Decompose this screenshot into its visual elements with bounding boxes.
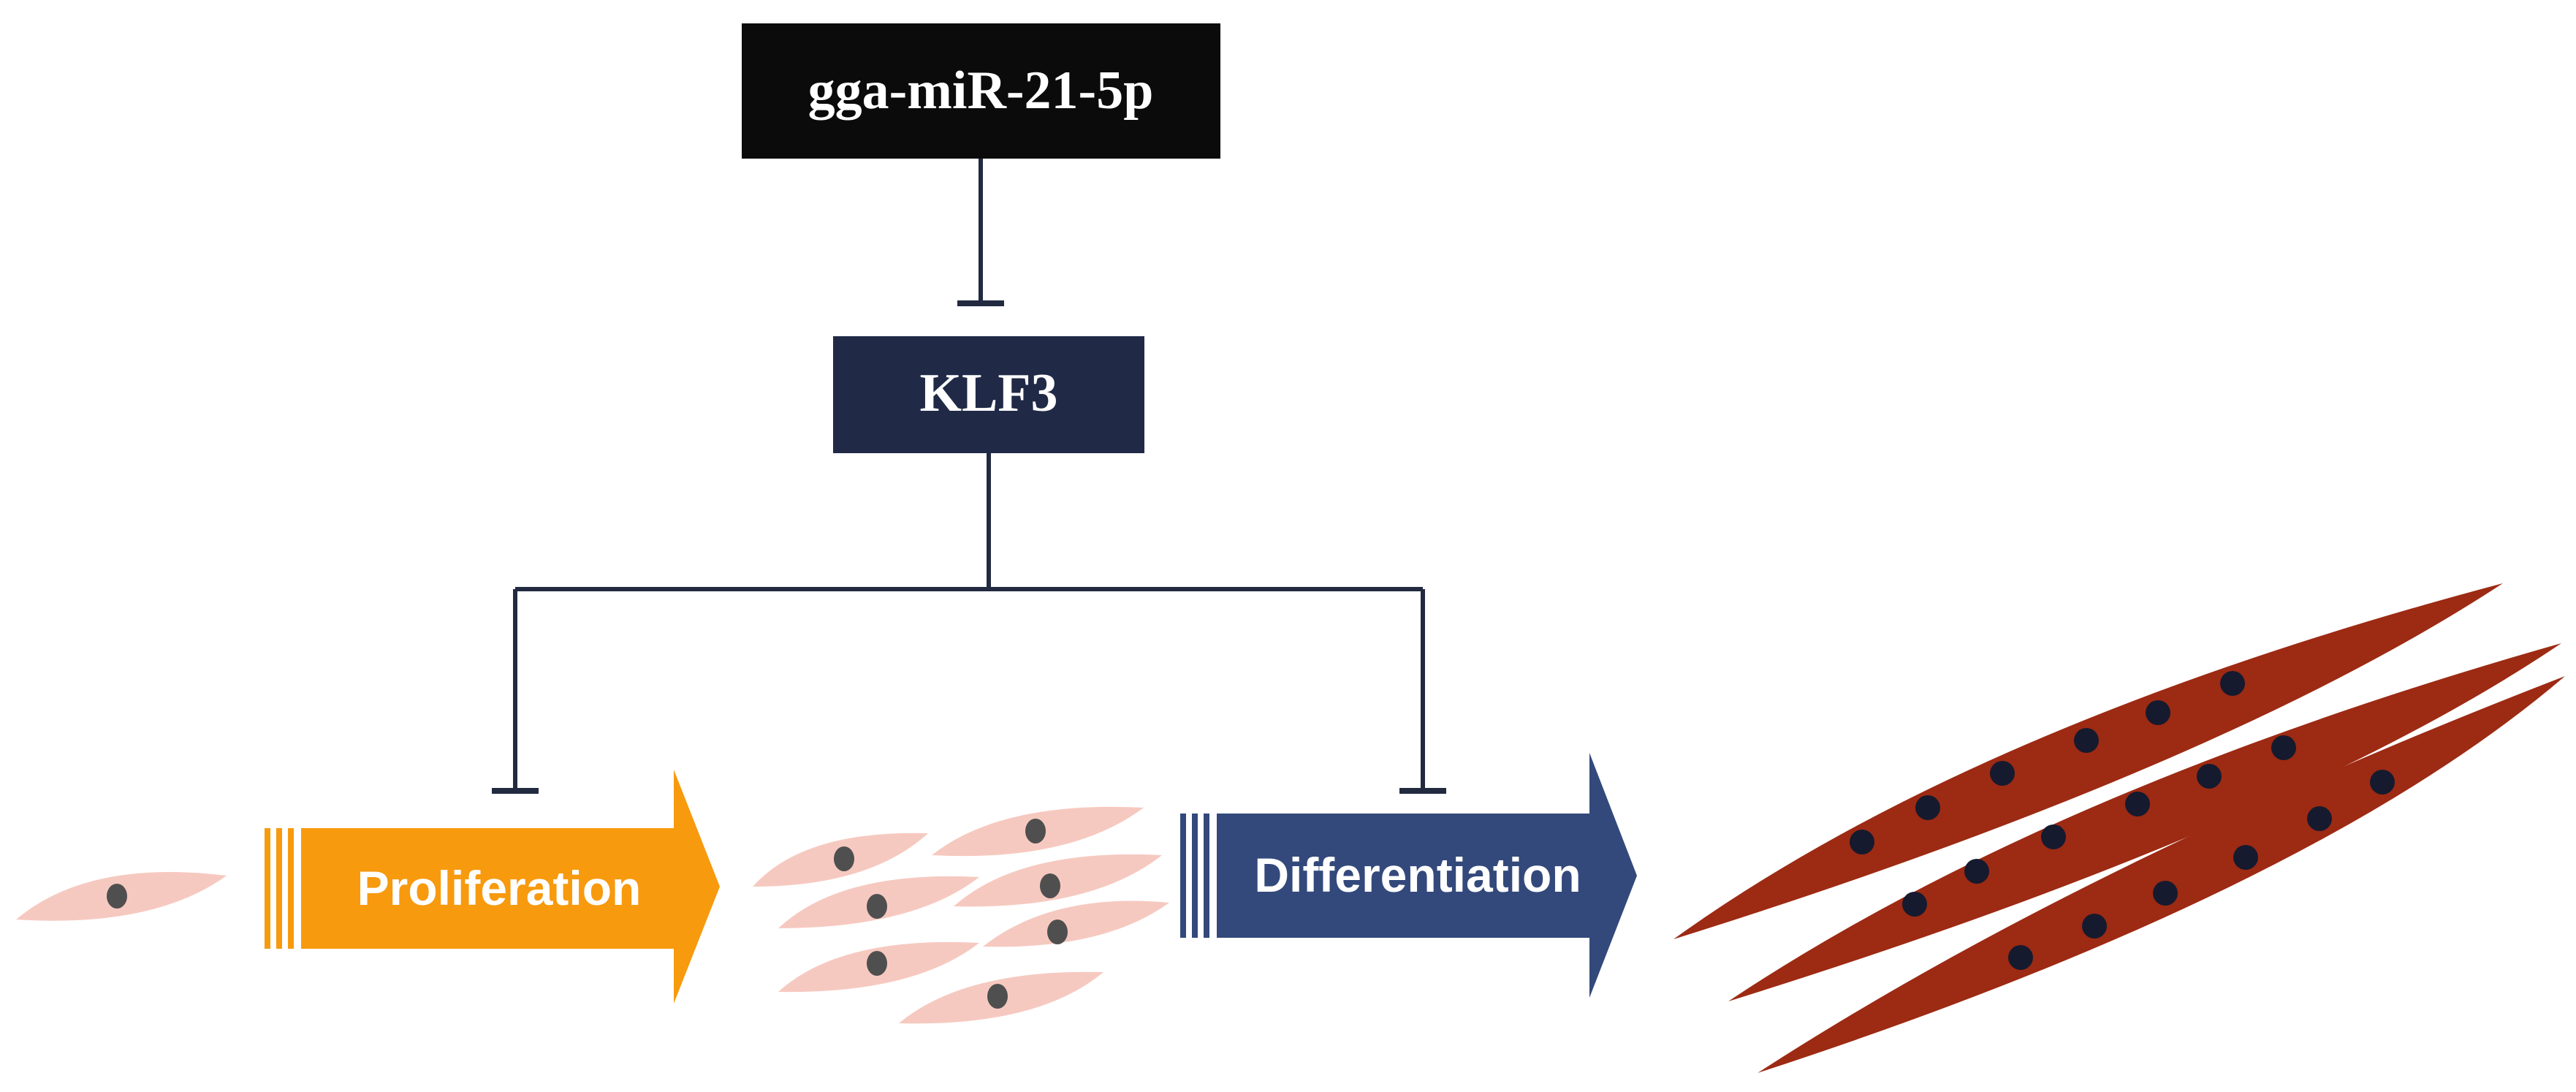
myotubes xyxy=(1673,583,2565,1073)
myoblast-nucleus xyxy=(107,884,127,909)
single-myoblast xyxy=(16,872,227,921)
inhibition-mirna-klf3 xyxy=(957,159,1004,306)
proliferation-stripe-1 xyxy=(265,828,270,949)
myotube-body xyxy=(1728,643,2561,1001)
myotube-nucleus xyxy=(1902,892,1927,917)
myotube xyxy=(1728,643,2561,1001)
myotube-nucleus xyxy=(2041,824,2066,849)
cluster-cell-body xyxy=(983,900,1169,947)
cluster-cell xyxy=(954,854,1162,907)
myotube-nucleus xyxy=(2271,735,2296,760)
myotube-nucleus xyxy=(2125,792,2150,816)
myoblast-cluster xyxy=(753,806,1169,1024)
myotube-nucleus xyxy=(2074,728,2099,753)
proliferation-stripe-2 xyxy=(276,828,282,949)
cluster-cell xyxy=(983,900,1169,947)
myotube-nucleus xyxy=(2370,770,2395,795)
cluster-cell xyxy=(932,806,1144,857)
mirna-box xyxy=(742,23,1220,159)
cluster-cell-nucleus xyxy=(867,894,887,919)
myotube-body xyxy=(1758,676,2565,1073)
cluster-cell-nucleus xyxy=(1025,819,1046,843)
myotube-nucleus xyxy=(1915,795,1940,820)
proliferation-label: Proliferation xyxy=(357,861,642,915)
klf3-box xyxy=(833,336,1144,453)
myotube-nucleus xyxy=(2008,945,2033,970)
proliferation-stripe-3 xyxy=(288,828,294,949)
klf3-node: KLF3 xyxy=(833,336,1144,453)
myotube-nucleus xyxy=(2220,671,2245,696)
myotube-nucleus xyxy=(1964,859,1989,884)
differentiation-arrow: Differentiation xyxy=(1180,753,1637,998)
cluster-cell xyxy=(778,941,979,993)
differentiation-label: Differentiation xyxy=(1254,848,1581,902)
myotube xyxy=(1673,583,2503,939)
proliferation-arrow: Proliferation xyxy=(265,770,720,1004)
differentiation-stripe-3 xyxy=(1204,814,1209,938)
proliferation-arrow-body xyxy=(301,770,720,1004)
mirna-node: gga-miR-21-5p xyxy=(742,23,1220,159)
cluster-cell-nucleus xyxy=(987,984,1008,1009)
myotube-nucleus xyxy=(2197,764,2222,789)
myotube-nucleus xyxy=(2307,806,2332,831)
myotube-nucleus xyxy=(2146,700,2170,725)
myotube xyxy=(1758,676,2565,1073)
differentiation-stripe-1 xyxy=(1180,814,1186,938)
myotube-nucleus xyxy=(2233,845,2258,870)
cluster-cell-nucleus xyxy=(1047,920,1068,944)
myotube-nucleus xyxy=(2082,914,2107,939)
cluster-cell-nucleus xyxy=(1040,873,1060,898)
myotube-body xyxy=(1673,583,2503,939)
differentiation-arrow-body xyxy=(1217,753,1637,998)
myotube-nucleus xyxy=(2153,881,2178,906)
cluster-cell-nucleus xyxy=(834,846,854,871)
differentiation-stripe-2 xyxy=(1192,814,1198,938)
myotube-nucleus xyxy=(1990,761,2015,786)
cluster-cell xyxy=(899,971,1103,1024)
cluster-cell xyxy=(778,876,979,928)
cluster-cell-nucleus xyxy=(867,951,887,976)
cluster-cell xyxy=(753,833,928,887)
inhibition-klf3-branches xyxy=(492,453,1446,794)
klf3-label: KLF3 xyxy=(919,363,1057,423)
myotube-nucleus xyxy=(1850,830,1874,854)
mirna-label: gga-miR-21-5p xyxy=(808,61,1154,121)
